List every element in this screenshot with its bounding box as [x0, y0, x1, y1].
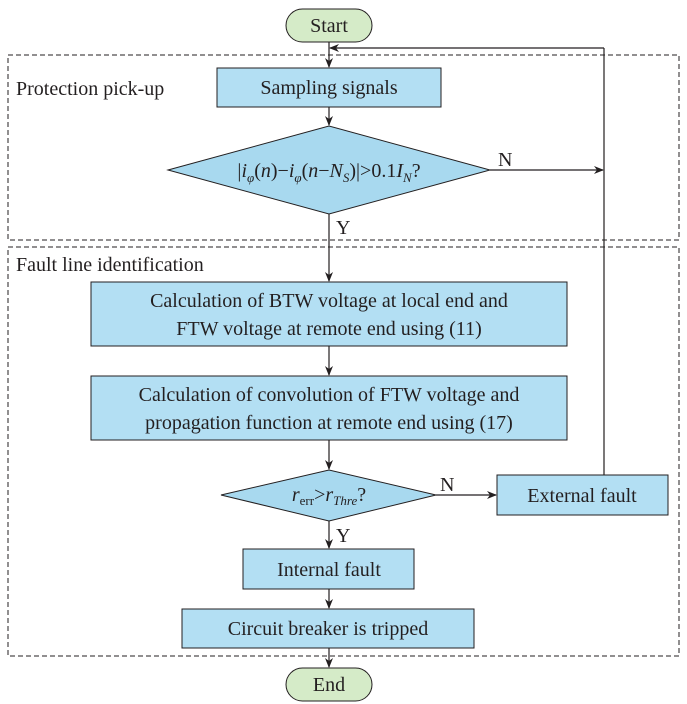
group-label-identification: Fault line identification — [16, 254, 204, 276]
edge-label-n1: N — [498, 149, 512, 171]
calc-conv-box — [90, 375, 568, 441]
calc-conv-line2: propagation function at remote end using… — [145, 412, 513, 434]
decision-current-threshold — [166, 125, 492, 215]
internal-fault-box — [242, 548, 415, 590]
calc-btw-box — [90, 281, 568, 347]
decision-current-threshold-label: |iφ(n)−iφ(n−NS)|>0.1IN? — [237, 160, 420, 185]
sampling-label: Sampling signals — [260, 77, 397, 99]
group-protection-pickup — [7, 54, 680, 241]
start-label: Start — [310, 15, 348, 37]
external-fault-label: External fault — [527, 485, 637, 507]
breaker-box — [181, 608, 475, 649]
calc-btw-line1: Calculation of BTW voltage at local end … — [150, 290, 508, 312]
decision-ratio-threshold — [220, 469, 437, 522]
start-node — [285, 8, 373, 43]
decision-ratio-threshold-label: rerr>rThre? — [292, 484, 366, 508]
calc-conv-line1: Calculation of convolution of FTW voltag… — [139, 384, 520, 406]
calc-btw-line2: FTW voltage at remote end using (11) — [176, 318, 481, 340]
edge-label-y1: Y — [336, 217, 350, 239]
breaker-label: Circuit breaker is tripped — [228, 618, 429, 640]
end-label: End — [313, 674, 345, 696]
end-node — [285, 667, 373, 702]
edge-label-y2: Y — [336, 525, 350, 547]
group-fault-line-identification — [7, 246, 680, 657]
sampling-box — [216, 67, 442, 108]
edge-label-n2: N — [440, 474, 454, 496]
internal-fault-label: Internal fault — [277, 559, 381, 581]
external-fault-box — [496, 474, 669, 516]
group-label-pickup: Protection pick-up — [16, 78, 164, 100]
